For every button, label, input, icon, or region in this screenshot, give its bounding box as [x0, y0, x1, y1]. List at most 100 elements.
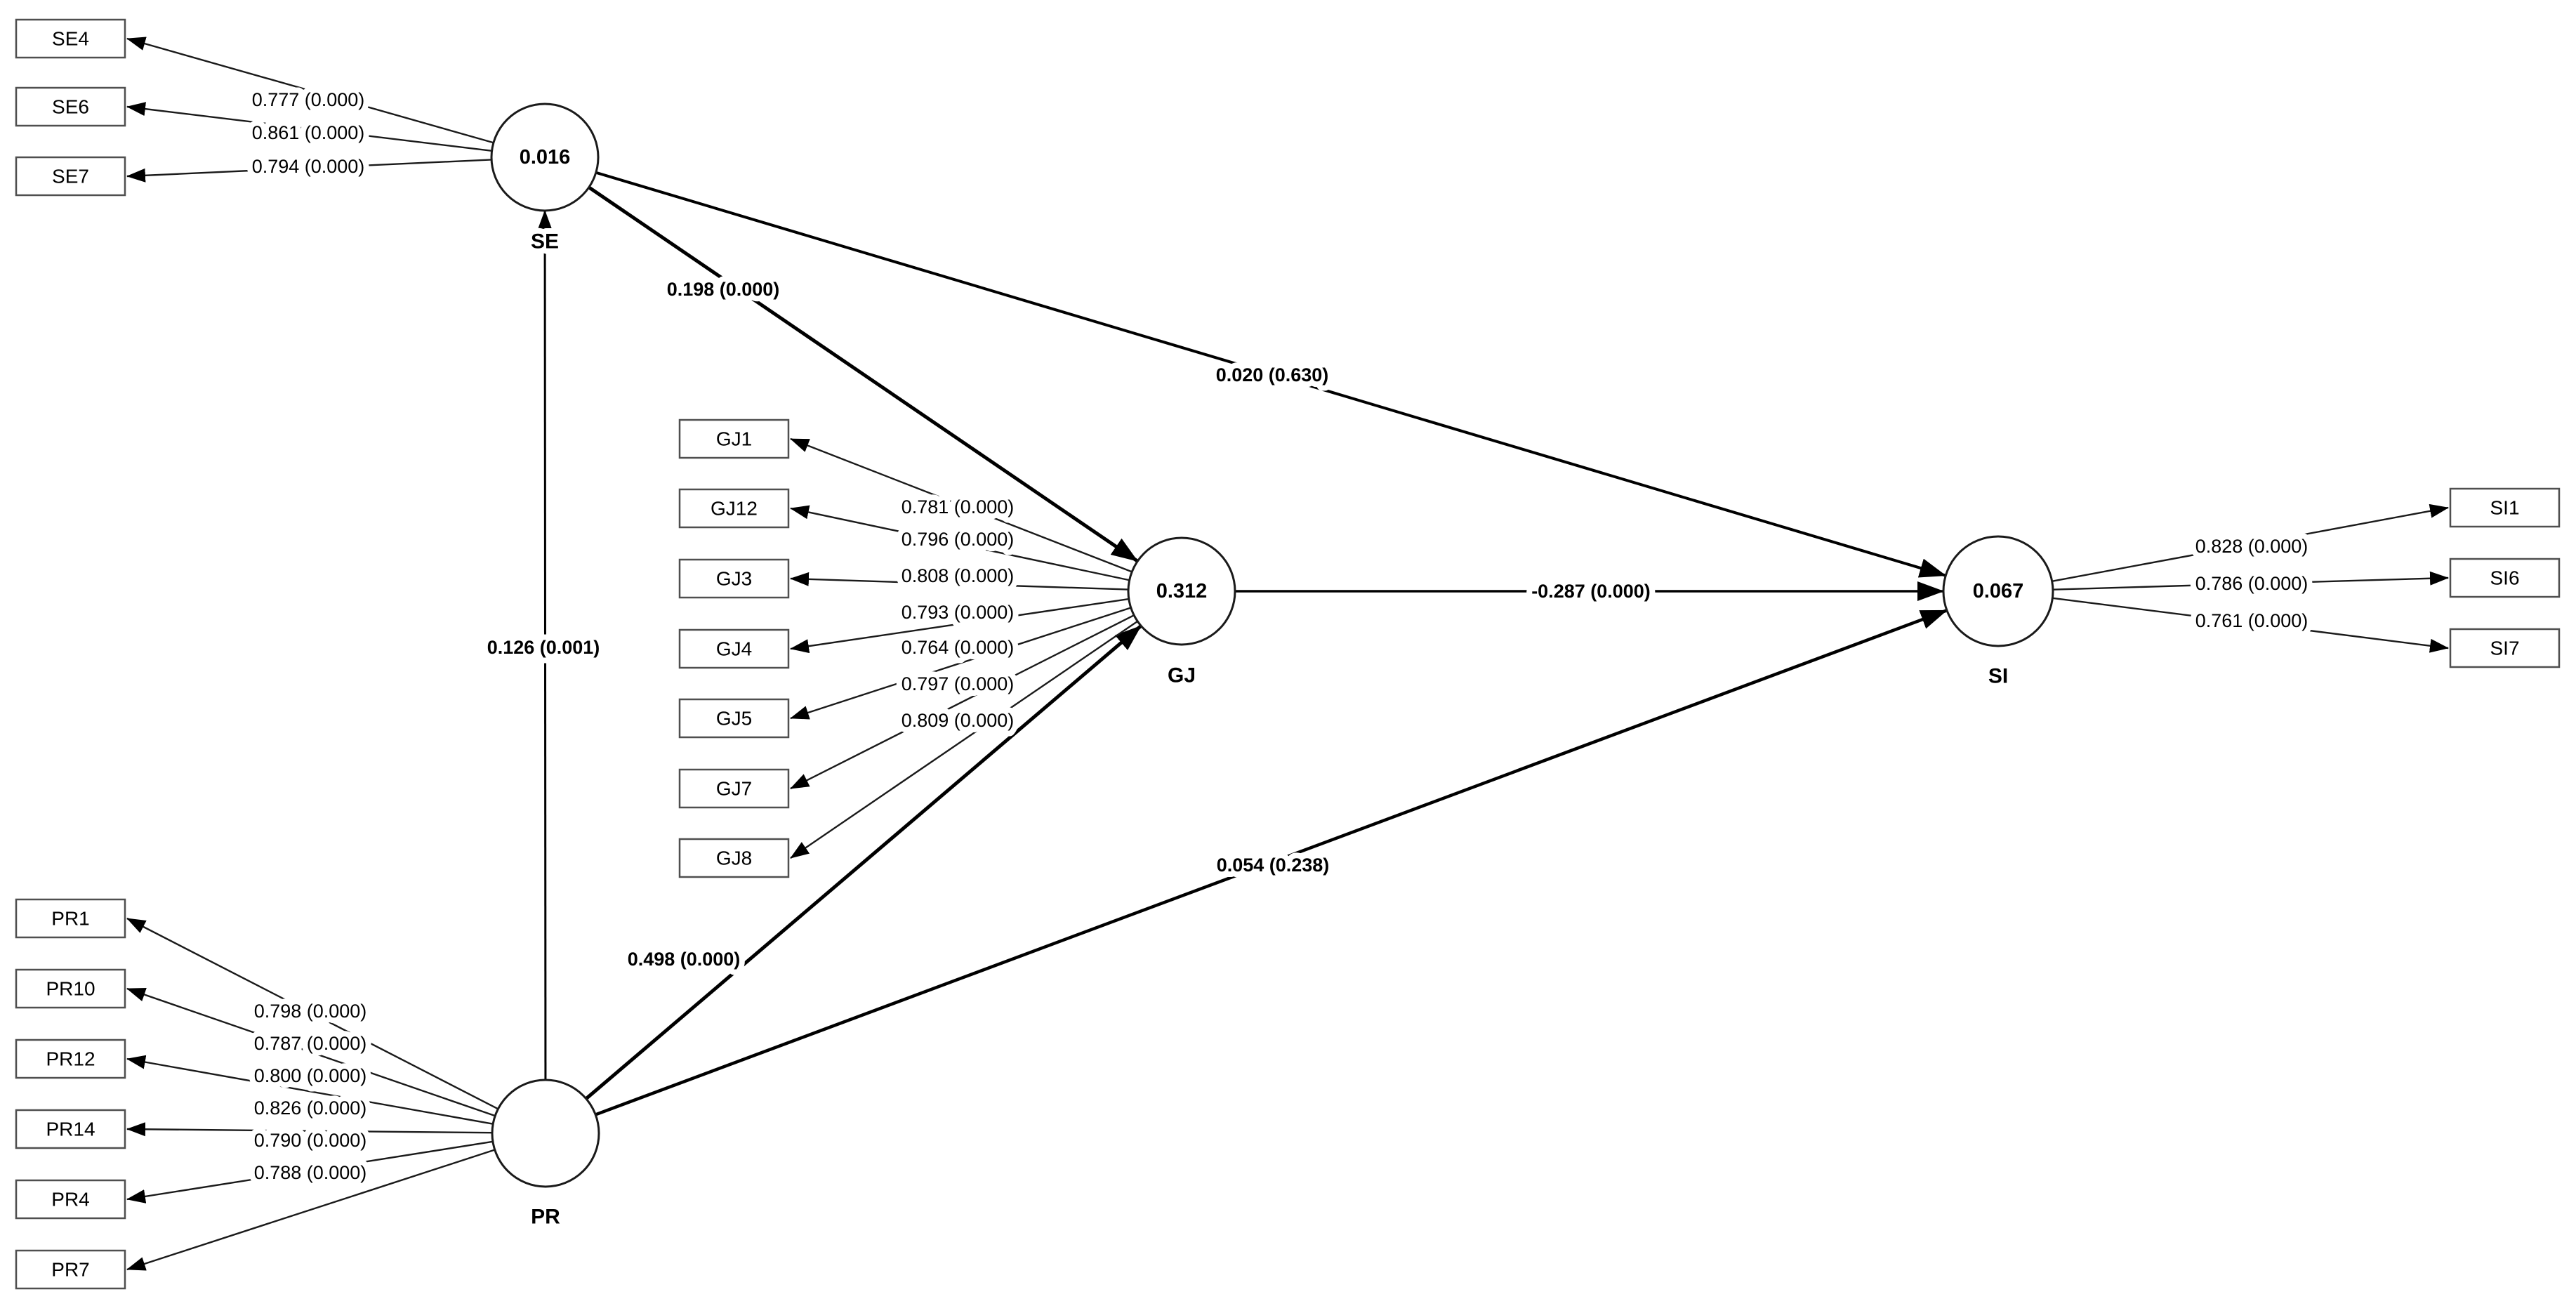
indicator-GJ5[interactable]: GJ5 — [678, 698, 790, 739]
indicator-label-GJ3: GJ3 — [716, 568, 752, 590]
indicator-GJ1[interactable]: GJ1 — [678, 418, 790, 459]
construct-circle-SI[interactable] — [1942, 535, 2054, 647]
indicator-box-GJ12[interactable] — [678, 488, 790, 529]
indicator-label-GJ8: GJ8 — [716, 848, 752, 869]
loading-arrow-PR10[interactable] — [126, 987, 496, 1117]
loading-value-PR12: 0.800 (0.000) — [254, 1065, 367, 1086]
indicator-GJ4[interactable]: GJ4 — [678, 628, 790, 669]
loading-arrow-PR1[interactable] — [126, 917, 498, 1110]
path-coefficient-PR-SI: 0.054 (0.238) — [1217, 855, 1330, 876]
loading-arrow-GJ7[interactable] — [790, 614, 1135, 790]
loading-arrow-GJ1[interactable] — [790, 437, 1132, 573]
indicator-box-PR7[interactable] — [15, 1249, 126, 1290]
indicator-box-SE7[interactable] — [15, 156, 126, 197]
indicator-box-SI7[interactable] — [2449, 628, 2561, 668]
loading-value-GJ7: 0.797 (0.000) — [901, 673, 1015, 694]
indicator-box-GJ8[interactable] — [678, 838, 790, 878]
indicator-GJ3[interactable]: GJ3 — [678, 558, 790, 599]
indicator-box-SE6[interactable] — [15, 86, 126, 127]
indicator-label-PR1: PR1 — [51, 908, 89, 930]
indicator-box-GJ5[interactable] — [678, 698, 790, 739]
path-arrow-PR-SE[interactable] — [535, 209, 555, 1081]
loading-arrow-GJ5[interactable] — [790, 607, 1132, 720]
path-coefficient-labels: 0.198 (0.000)0.020 (0.630)-0.287 (0.000)… — [482, 273, 1656, 975]
construct-circle-PR[interactable] — [491, 1079, 600, 1188]
indicator-PR10[interactable]: PR10 — [15, 968, 126, 1009]
indicator-SI1[interactable]: SI1 — [2449, 487, 2561, 528]
path-arrow-PR-SI[interactable] — [595, 609, 1948, 1116]
path-arrow-SE-GJ[interactable] — [588, 185, 1139, 563]
indicator-PR12[interactable]: PR12 — [15, 1038, 126, 1079]
loading-arrow-SE4[interactable] — [126, 37, 494, 144]
indicator-PR7[interactable]: PR7 — [15, 1249, 126, 1290]
loading-arrow-GJ3[interactable] — [790, 572, 1129, 591]
loading-value-PR4: 0.790 (0.000) — [254, 1130, 367, 1151]
indicator-box-PR12[interactable] — [15, 1038, 126, 1079]
construct-circle-GJ[interactable] — [1127, 536, 1236, 646]
indicator-box-PR10[interactable] — [15, 968, 126, 1009]
indicator-box-SI6[interactable] — [2449, 558, 2561, 598]
indicator-GJ8[interactable]: GJ8 — [678, 838, 790, 878]
indicator-label-SI6: SI6 — [2490, 567, 2519, 589]
loading-arrow-PR12[interactable] — [126, 1055, 494, 1125]
indicator-box-PR1[interactable] — [15, 898, 126, 939]
loading-arrow-SI7[interactable] — [2052, 597, 2449, 653]
construct-circle-SE[interactable] — [490, 103, 600, 212]
indicator-box-GJ1[interactable] — [678, 418, 790, 459]
loading-value-SI7: 0.761 (0.000) — [2195, 610, 2309, 631]
loading-value-GJ4: 0.793 (0.000) — [901, 602, 1015, 623]
loading-arrow-GJ4[interactable] — [790, 598, 1129, 654]
loading-arrow-PR4[interactable] — [126, 1140, 494, 1204]
indicator-label-PR10: PR10 — [46, 978, 95, 1000]
loading-value-PR14: 0.826 (0.000) — [254, 1097, 367, 1119]
indicator-SI7[interactable]: SI7 — [2449, 628, 2561, 668]
path-arrow-PR-GJ[interactable] — [585, 624, 1142, 1100]
construct-name-GJ: GJ — [1168, 664, 1196, 687]
indicator-SE6[interactable]: SE6 — [15, 86, 126, 127]
indicator-label-GJ7: GJ7 — [716, 778, 752, 800]
indicator-label-PR7: PR7 — [51, 1259, 89, 1281]
loading-arrow-GJ12[interactable] — [790, 505, 1130, 581]
construct-PR[interactable]: PR — [491, 1079, 600, 1234]
indicator-box-GJ7[interactable] — [678, 768, 790, 809]
indicator-box-PR4[interactable] — [15, 1179, 126, 1220]
indicator-box-PR14[interactable] — [15, 1109, 126, 1149]
loading-arrow-PR7[interactable] — [126, 1149, 496, 1271]
construct-r2-value-GJ: 0.312 — [1156, 580, 1208, 602]
indicator-box-GJ4[interactable] — [678, 628, 790, 669]
indicator-label-GJ5: GJ5 — [716, 708, 752, 730]
path-coefficient-SE-GJ: 0.198 (0.000) — [667, 279, 780, 300]
indicator-box-GJ3[interactable] — [678, 558, 790, 599]
path-arrow-SE-SI[interactable] — [595, 171, 1947, 578]
construct-r2-value-SE: 0.016 — [520, 146, 571, 169]
loading-arrow-SE7[interactable] — [126, 159, 492, 183]
construct-r2-value-SI: 0.067 — [1973, 580, 2024, 602]
construct-name-SI: SI — [1988, 665, 2008, 688]
indicator-loadings — [126, 37, 2449, 1271]
loading-arrow-SI1[interactable] — [2052, 503, 2449, 582]
loading-arrow-SE6[interactable] — [126, 102, 492, 152]
loading-arrow-SI6[interactable] — [2052, 571, 2449, 591]
loading-value-GJ12: 0.796 (0.000) — [901, 529, 1015, 550]
structural-paths — [535, 171, 1948, 1116]
indicator-GJ7[interactable]: GJ7 — [678, 768, 790, 809]
indicator-SE4[interactable]: SE4 — [15, 18, 126, 59]
indicator-PR4[interactable]: PR4 — [15, 1179, 126, 1220]
indicator-GJ12[interactable]: GJ12 — [678, 488, 790, 529]
indicator-box-SI1[interactable] — [2449, 487, 2561, 528]
indicator-SE7[interactable]: SE7 — [15, 156, 126, 197]
indicator-SI6[interactable]: SI6 — [2449, 558, 2561, 598]
indicator-label-SE6: SE6 — [52, 96, 89, 118]
indicator-PR1[interactable]: PR1 — [15, 898, 126, 939]
path-coefficient-SE-SI: 0.020 (0.630) — [1216, 364, 1329, 385]
construct-name-PR: PR — [531, 1206, 560, 1229]
indicator-PR14[interactable]: PR14 — [15, 1109, 126, 1149]
loading-arrow-GJ8[interactable] — [790, 620, 1138, 859]
indicator-box-SE4[interactable] — [15, 18, 126, 59]
loading-arrow-PR14[interactable] — [126, 1122, 493, 1137]
